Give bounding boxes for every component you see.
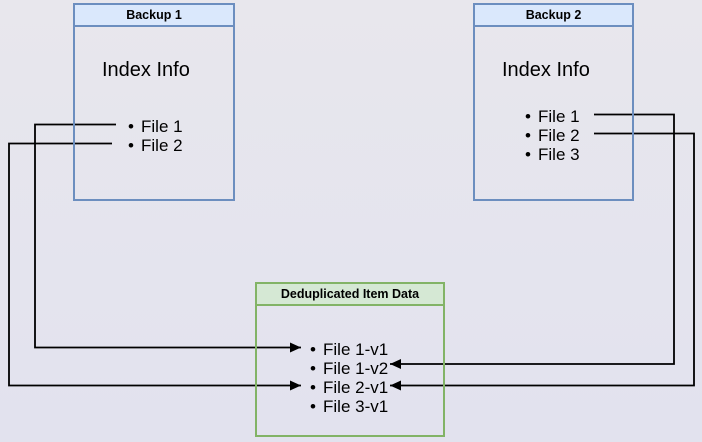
dedup-file-item: File 1-v1 (310, 340, 388, 359)
backup2-file-item: File 2 (525, 126, 580, 145)
backup1-file-item: File 2 (128, 136, 183, 155)
backup1-box: Backup 1 Index Info File 1 File 2 (73, 3, 235, 201)
backup2-index-info-label: Index Info (502, 59, 590, 81)
dedup-file-list: File 1-v1 File 1-v2 File 2-v1 File 3-v1 (310, 340, 388, 416)
backup1-title: Backup 1 (75, 5, 233, 27)
dedup-file-item: File 2-v1 (310, 378, 388, 397)
backup1-file-list: File 1 File 2 (128, 117, 183, 155)
dedup-title: Deduplicated Item Data (257, 284, 443, 306)
backup2-file-list: File 1 File 2 File 3 (525, 107, 580, 164)
backup1-index-info-label: Index Info (102, 59, 190, 81)
backup2-file-item: File 3 (525, 145, 580, 164)
backup2-title: Backup 2 (475, 5, 632, 27)
backup1-file-item: File 1 (128, 117, 183, 136)
dedup-file-item: File 3-v1 (310, 397, 388, 416)
dedup-file-item: File 1-v2 (310, 359, 388, 378)
backup2-file-item: File 1 (525, 107, 580, 126)
deduplicated-item-data-box: Deduplicated Item Data File 1-v1 File 1-… (255, 282, 445, 437)
backup2-box: Backup 2 Index Info File 1 File 2 File 3 (473, 3, 634, 201)
